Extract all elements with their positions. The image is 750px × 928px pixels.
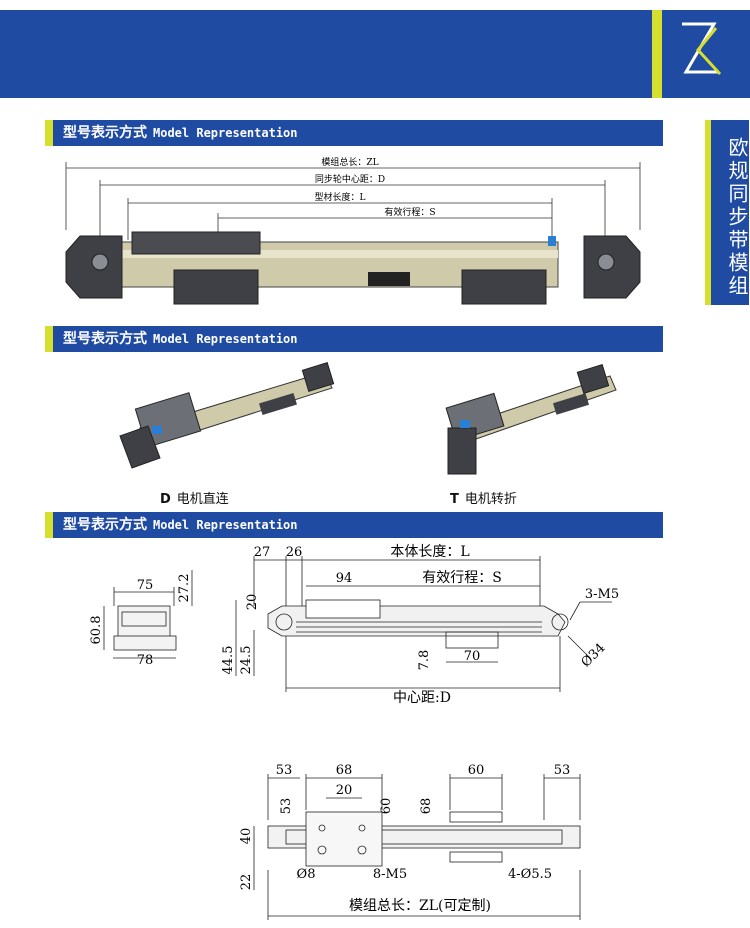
dim-60-bracket: 60 [468, 763, 485, 778]
section-title-cn: 型号表示方式 [63, 517, 147, 533]
variant-code: D [160, 492, 171, 507]
dim-pulley-center: 同步轮中心距：D [315, 173, 385, 185]
dim-24-5: 24.5 [239, 646, 254, 675]
variant-name: 电机转折 [464, 492, 517, 507]
dim-8-m5: 8-M5 [373, 867, 407, 882]
mount-bracket-left [173, 269, 259, 305]
dim-stroke: 有效行程：S [384, 206, 435, 218]
section-title-en: Model Representation [153, 126, 298, 140]
dim-center-distance: 中心距:D [393, 690, 451, 706]
dim-end-top-width: 75 [137, 578, 154, 593]
dim-dia-34: Ø34 [579, 641, 609, 671]
dim-40: 40 [239, 828, 254, 845]
dim-53-right: 53 [554, 763, 571, 778]
dim-end-top-height: 27.2 [177, 574, 192, 603]
dim-60-carriage: 60 [379, 798, 394, 815]
dim-profile-length: 型材长度：L [315, 191, 366, 203]
zk-logo-icon [682, 22, 722, 76]
variant-d-sketch [119, 362, 335, 469]
dim-22: 22 [239, 874, 254, 891]
variant-code: T [450, 492, 459, 507]
mount-bracket-right [461, 269, 547, 305]
variant-caption-d: D 电机直连 [160, 488, 229, 507]
header-bar [0, 10, 750, 98]
dim-68-top: 68 [336, 763, 353, 778]
section-title-cn: 型号表示方式 [63, 125, 147, 141]
variant-t-sketch [445, 364, 617, 475]
dim-thread: 3-M5 [585, 587, 619, 602]
dim-end-height: 60.8 [89, 616, 104, 645]
side-category-tab: 欧规同步带模组 [705, 120, 749, 305]
dim-dia-8: Ø8 [297, 867, 316, 882]
dim-26: 26 [286, 545, 303, 560]
dim-4-dia-5-5: 4-Ø5.5 [508, 867, 552, 882]
dim-44-5: 44.5 [221, 646, 236, 675]
dim-stroke-side: 有效行程：S [422, 570, 502, 586]
dimension-drawing-top: 53 68 20 60 53 60 68 53 40 22 Ø8 8-M5 4-… [239, 763, 581, 920]
dim-53-left: 53 [276, 763, 293, 778]
variant-name: 电机直连 [176, 492, 229, 507]
section-header-3: 型号表示方式 Model Representation [45, 512, 663, 538]
dim-total-length: 模组总长：ZL [321, 156, 378, 168]
dim-total-customizable: 模组总长：ZL(可定制) [349, 898, 491, 914]
section-title-en: Model Representation [153, 332, 298, 346]
dim-20-side: 20 [245, 594, 260, 611]
section-header-1: 型号表示方式 Model Representation [45, 120, 663, 146]
dim-7-8: 7.8 [417, 650, 432, 671]
variant-caption-t: T 电机转折 [450, 488, 517, 507]
dim-53-vertical: 53 [279, 798, 294, 815]
slider-carriage [131, 231, 261, 255]
sensor-connector [368, 272, 410, 286]
dim-body-length: 本体长度：L [390, 544, 469, 560]
limit-sensor-icon [548, 236, 556, 246]
dim-70: 70 [464, 649, 481, 664]
header-accent-stripe [652, 10, 662, 98]
dimension-drawing-front: 75 78 60.8 27.2 27 26 本体长度：L 94 有效行程：S 3… [89, 544, 619, 706]
dim-27: 27 [254, 545, 271, 560]
section-title-en: Model Representation [153, 518, 298, 532]
dim-20-top: 20 [336, 783, 353, 798]
section-title-cn: 型号表示方式 [63, 331, 147, 347]
dim-68-vertical: 68 [419, 798, 434, 815]
dim-end-bottom-width: 78 [137, 653, 154, 668]
section-header-2: 型号表示方式 Model Representation [45, 326, 663, 352]
dim-94: 94 [336, 571, 353, 586]
module-overview-drawing: 模组总长：ZL 同步轮中心距：D 型材长度：L 有效行程：S [65, 156, 641, 305]
